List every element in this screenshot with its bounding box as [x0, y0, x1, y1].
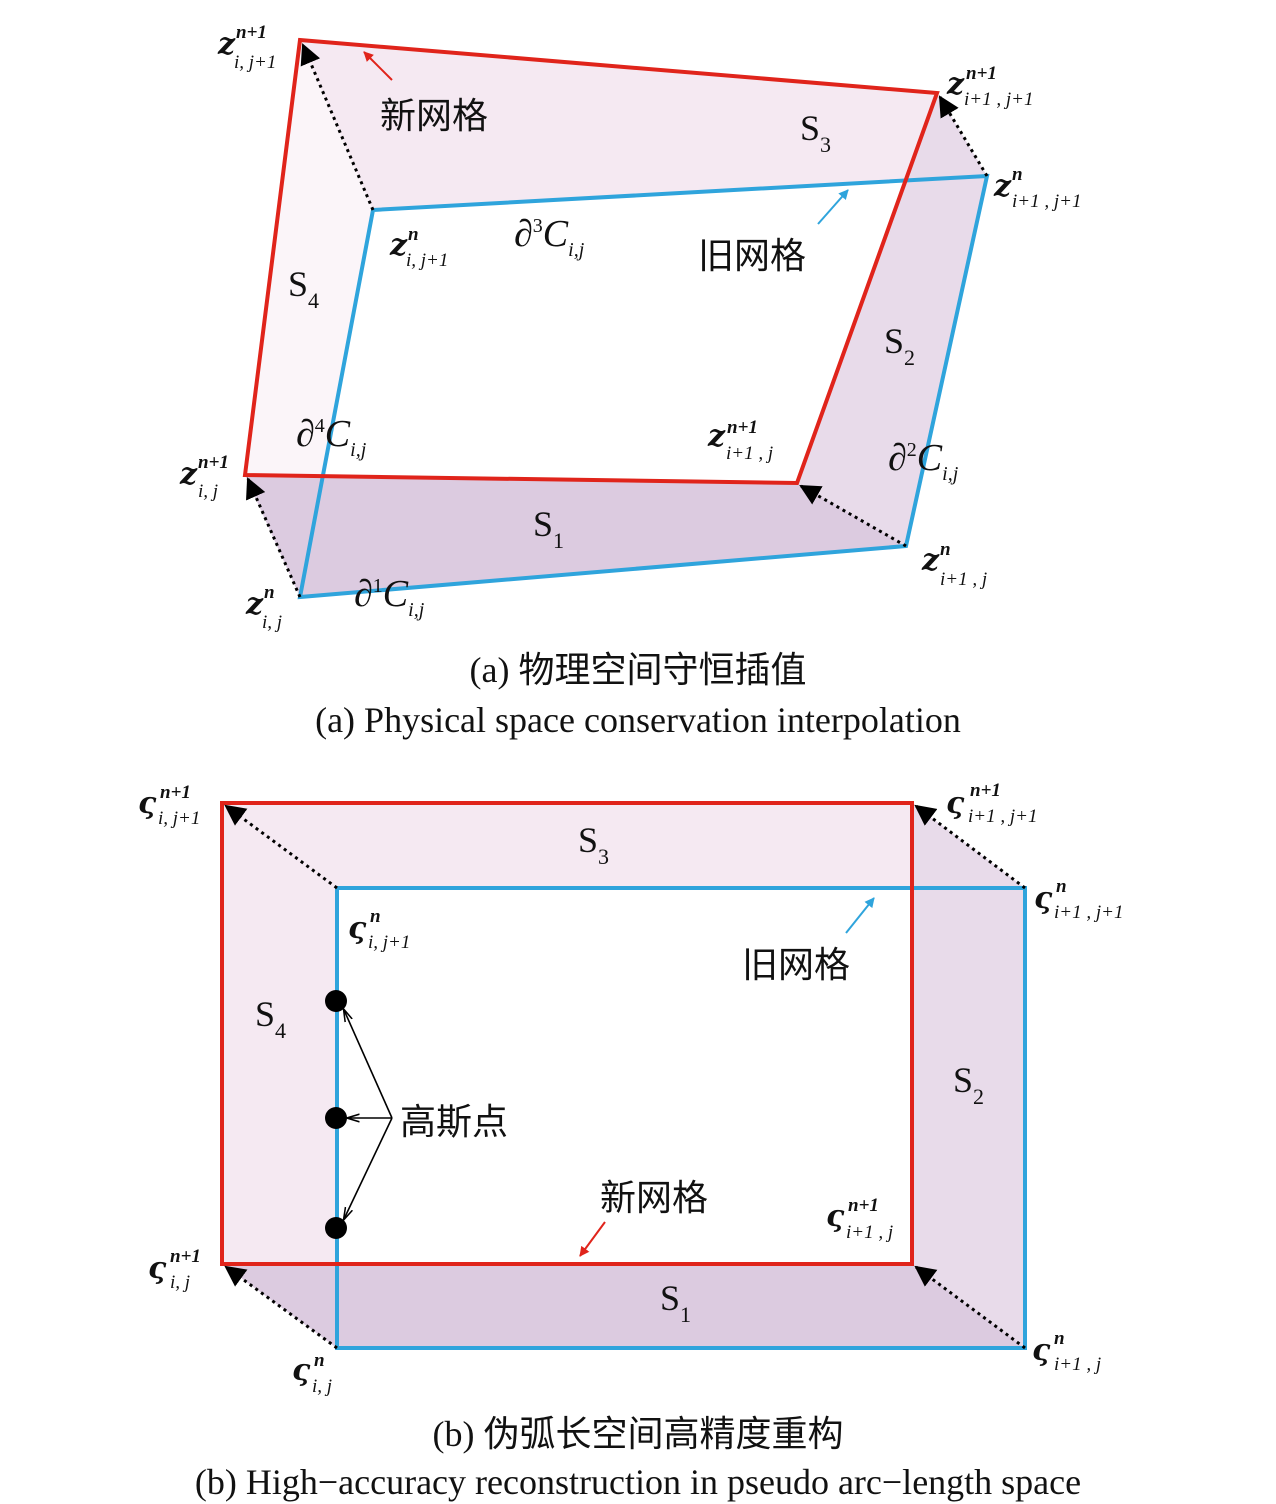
gauss-pointer — [344, 1010, 393, 1119]
new-grid-label: 新网格 — [380, 96, 488, 137]
new-grid-pointer — [579, 1221, 606, 1257]
old-grid-pointer — [817, 189, 849, 225]
caption-b-en: (b) High−accuracy reconstruction in pseu… — [195, 1462, 1081, 1502]
gauss-label: 高斯点 — [400, 1102, 508, 1143]
new-grid-pointer — [363, 51, 393, 81]
face-s3 — [222, 803, 1025, 888]
gauss-point — [325, 1107, 347, 1129]
old-grid-label: 旧网格 — [698, 236, 806, 277]
new-grid-cell — [242, 37, 940, 486]
new-grid-cell — [220, 801, 914, 1266]
caption-a-en: (a) Physical space conservation interpol… — [315, 700, 961, 740]
caption-b-cn: (b) 伪弧长空间高精度重构 — [433, 1414, 844, 1454]
face-s4 — [222, 803, 337, 1348]
face-s1 — [222, 1264, 1025, 1348]
face-s3 — [300, 40, 987, 210]
boundary-label-1: ∂1Ci,j — [354, 573, 425, 621]
new-grid-label: 新网格 — [600, 1178, 708, 1219]
displacement-arrow — [246, 477, 302, 598]
face-label-s1: S1 — [660, 1278, 691, 1327]
face-label-s1: S1 — [533, 504, 564, 553]
caption-a-cn: (a) 物理空间守恒插值 — [470, 650, 807, 690]
face-s4 — [245, 40, 373, 597]
displacement-arrows — [246, 43, 989, 598]
displacement-arrow — [914, 804, 1026, 890]
gauss-point — [325, 1217, 347, 1239]
face-label-s3: S3 — [800, 108, 831, 157]
displacement-arrow — [224, 1265, 338, 1350]
old-grid-pointer — [845, 897, 875, 934]
displacement-arrow — [938, 95, 989, 177]
displacement-arrow — [799, 484, 907, 548]
gauss-points — [325, 990, 393, 1239]
face-label-s2: S2 — [884, 321, 915, 370]
face-label-s3: S3 — [578, 820, 609, 869]
old-grid-label: 旧网格 — [742, 945, 850, 986]
face-label-s4: S4 — [288, 264, 319, 313]
face-s1 — [245, 475, 906, 597]
gauss-point — [325, 990, 347, 1012]
displacement-arrow — [914, 1265, 1026, 1350]
face-label-s4: S4 — [255, 994, 286, 1043]
panel-a: 新网格 旧网格 S3 S4 S2 S1 ∂3Ci,j ∂4Ci,j ∂2Ci,j… — [179, 22, 1081, 740]
boundary-label-2: ∂2Ci,j — [888, 437, 959, 485]
gauss-pointer — [344, 1117, 393, 1219]
displacement-arrow — [224, 804, 338, 890]
face-s2 — [912, 803, 1025, 1348]
face-label-s2: S2 — [953, 1060, 984, 1109]
displacement-arrow — [300, 43, 375, 211]
displacement-arrows — [224, 804, 1026, 1350]
boundary-label-4: ∂4Ci,j — [296, 413, 367, 461]
boundary-label-3: ∂3Ci,j — [514, 213, 585, 261]
face-s2 — [797, 93, 987, 546]
